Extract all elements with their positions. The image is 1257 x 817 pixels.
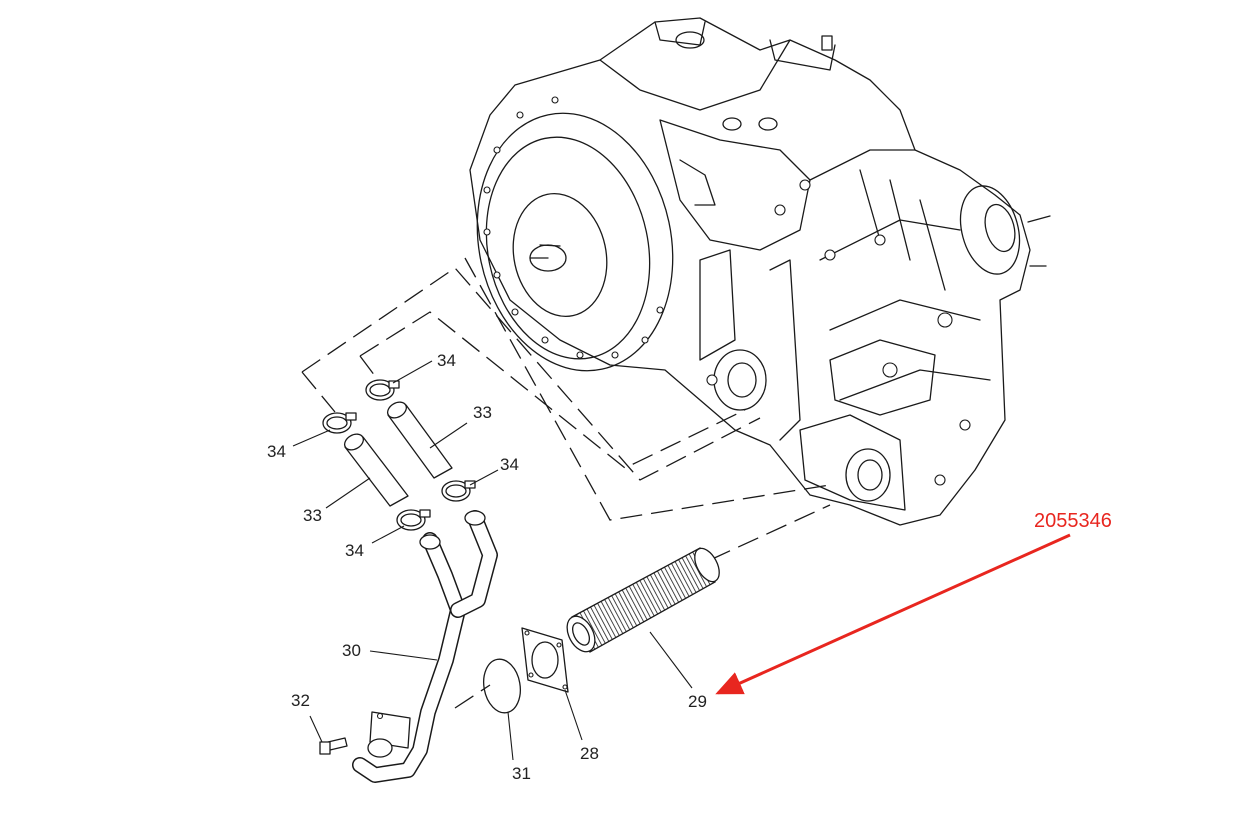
flange-strip xyxy=(769,259,801,441)
callout-30: 30 xyxy=(342,641,361,660)
hoses xyxy=(344,401,453,507)
guide-lower xyxy=(464,257,831,521)
callout-34-left: 34 xyxy=(267,442,286,461)
red-arrow xyxy=(715,533,1071,695)
clamp-top xyxy=(365,379,400,401)
callout-33-upper: 33 xyxy=(473,403,492,422)
callout-labels: 34 34 33 33 34 34 30 32 31 28 29 xyxy=(267,351,707,783)
converter-housing-rim xyxy=(485,136,651,360)
callout-31: 31 xyxy=(512,764,531,783)
top-cover-edge xyxy=(599,39,791,111)
callout-29: 29 xyxy=(688,692,707,711)
part-number-label: 2055346 xyxy=(1034,510,1112,532)
assembly-guide-lines xyxy=(301,257,831,709)
bolt-circle xyxy=(483,96,664,359)
callout-34-top: 34 xyxy=(437,351,456,370)
part-number-annotation: 2055346 xyxy=(715,510,1112,695)
transmission-housing xyxy=(469,17,1031,526)
clamp-left xyxy=(322,412,357,434)
filter-housing xyxy=(799,414,906,511)
guide-outer-drop xyxy=(301,371,336,413)
hose-lower xyxy=(344,433,409,507)
breather-cap xyxy=(675,31,705,49)
callout-28: 28 xyxy=(580,744,599,763)
callout-33-lower: 33 xyxy=(303,506,322,525)
hose-clamps xyxy=(322,379,476,531)
guide-filter xyxy=(709,504,831,561)
callout-34-mid: 34 xyxy=(500,455,519,474)
ribs-vertical xyxy=(859,169,946,291)
filter-element xyxy=(566,547,720,653)
side-cover xyxy=(699,249,736,361)
callout-32: 32 xyxy=(291,691,310,710)
guide-inner-hose xyxy=(359,311,746,469)
top-boss xyxy=(654,21,706,46)
valve-body xyxy=(659,119,811,251)
fill-plug xyxy=(937,312,953,328)
guide-outer-hose xyxy=(301,267,761,481)
filter-port xyxy=(845,448,891,502)
leader-lines xyxy=(292,360,693,761)
shaft-detail xyxy=(529,244,561,259)
output-stud xyxy=(1027,215,1051,223)
gasket xyxy=(521,627,569,693)
screw xyxy=(319,737,348,755)
transmission-assembly xyxy=(469,17,1051,526)
vent-fitting xyxy=(821,35,833,51)
clamp-low xyxy=(396,509,431,531)
converter-hub xyxy=(512,192,608,318)
clamp-mid xyxy=(441,480,476,502)
filter-port-inner xyxy=(857,459,883,491)
plug-1 xyxy=(722,117,742,131)
guide-inner-drop xyxy=(359,355,379,381)
side-lug xyxy=(679,159,716,206)
lower-boss xyxy=(829,339,936,416)
output-flange xyxy=(959,185,1021,275)
drain-plug xyxy=(882,362,898,378)
top-bracket xyxy=(769,39,836,71)
hose-upper xyxy=(387,401,453,479)
suction-pipe xyxy=(352,510,498,783)
output-flange-inner xyxy=(984,203,1016,253)
seal-disc xyxy=(483,658,521,714)
pump-port-inner xyxy=(727,362,757,398)
plug-2 xyxy=(758,117,778,131)
converter-housing-outer xyxy=(476,112,674,372)
callout-34-low: 34 xyxy=(345,541,364,560)
